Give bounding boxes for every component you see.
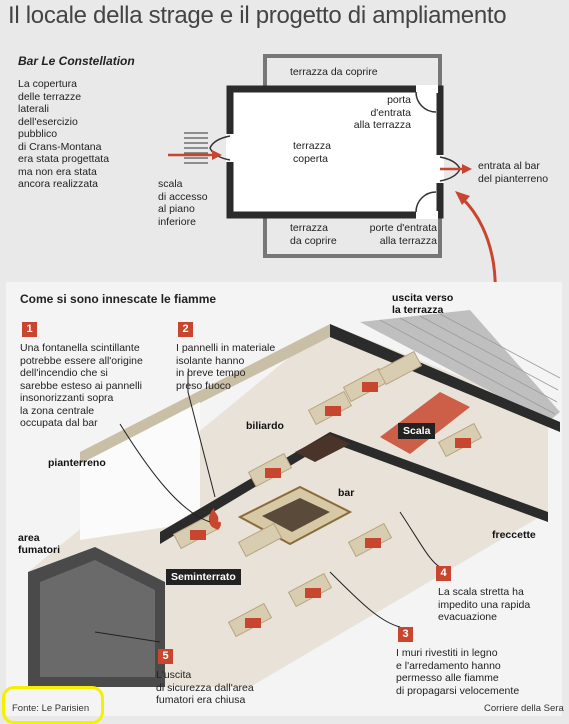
label-bar: bar	[338, 487, 355, 499]
label-stairs: scala di accesso al piano inferiore	[158, 178, 208, 228]
callout-5-badge: 5	[158, 649, 173, 664]
callout-lines	[94, 372, 441, 643]
callout-4-text: La scala stretta ha impedito una rapida …	[438, 586, 531, 623]
label-biliardo: biliardo	[246, 420, 284, 432]
link-arrowhead	[455, 191, 470, 205]
terrace-grid	[360, 310, 560, 422]
label-covered-terrace: terrazza coperta	[293, 140, 331, 165]
bar-center	[262, 498, 330, 532]
page-title: Il locale della strage e il progetto di …	[8, 2, 507, 29]
diagram-heading: Come si sono innescate le fiamme	[20, 292, 217, 306]
smoking-floor	[40, 560, 155, 677]
door-gap-top	[416, 85, 438, 93]
fire-icon	[208, 508, 221, 530]
label-scala: Scala	[398, 423, 436, 439]
left-door	[209, 135, 231, 161]
billiard-table	[295, 434, 350, 462]
stairs-arrowhead	[212, 150, 222, 160]
callout-3-badge: 3	[398, 627, 413, 642]
door-swing-top	[415, 91, 437, 113]
label-door-top: porta d'entrata alla terrazza	[353, 94, 411, 131]
callout-4-badge: 4	[436, 566, 451, 581]
link-arrow	[460, 196, 497, 282]
callout-2-badge: 2	[178, 322, 193, 337]
label-seminterrato: Seminterrato	[166, 569, 241, 585]
label-terrace-bottom: terrazza da coprire	[290, 222, 337, 247]
front-wall	[160, 432, 548, 544]
door-gap-bottom	[416, 211, 438, 219]
label-terrace-top: terrazza da coprire	[290, 66, 378, 78]
label-entrance: entrata al bar del pianterreno	[478, 160, 549, 185]
ground-platform	[80, 402, 200, 540]
terrace-bottom-outline	[263, 216, 442, 258]
back-wall	[330, 324, 560, 432]
left-wall	[80, 324, 330, 464]
label-exit-terrace: uscita verso la terrazza	[392, 292, 454, 316]
tables	[190, 382, 471, 628]
entrance-arrowhead	[462, 164, 472, 174]
terrace-top-outline	[263, 54, 442, 86]
door-swing-bottom	[415, 191, 437, 213]
terrace-grid-lines	[379, 313, 561, 415]
callout-1-badge: 1	[22, 322, 37, 337]
label-area-fumatori: area fumatori	[18, 532, 60, 556]
label-pianterreno: pianterreno	[48, 457, 106, 469]
callout-3-text: I muri rivestiti in legno e l'arredament…	[396, 647, 520, 697]
plan-description: La copertura delle terrazze laterali del…	[18, 78, 110, 190]
label-doors-bottom: porte d'entrata alla terrazza	[369, 222, 437, 247]
stairs-steps	[184, 132, 208, 164]
callout-5-text: L'uscita di sicurezza dall'area fumatori…	[156, 669, 254, 706]
callout-2-text: I pannelli in materiale isolante hanno i…	[176, 342, 276, 392]
footer-credit: Corriere della Sera	[484, 703, 564, 714]
plan-subtitle: Bar Le Constellation	[18, 54, 135, 68]
label-freccette: freccette	[492, 529, 536, 541]
callout-1-text: Una fontanella scintillante potrebbe ess…	[20, 342, 143, 429]
left-door-gap	[226, 134, 234, 162]
footer-source: Fonte: Le Parisien	[12, 703, 90, 714]
floor-plan	[168, 54, 497, 282]
